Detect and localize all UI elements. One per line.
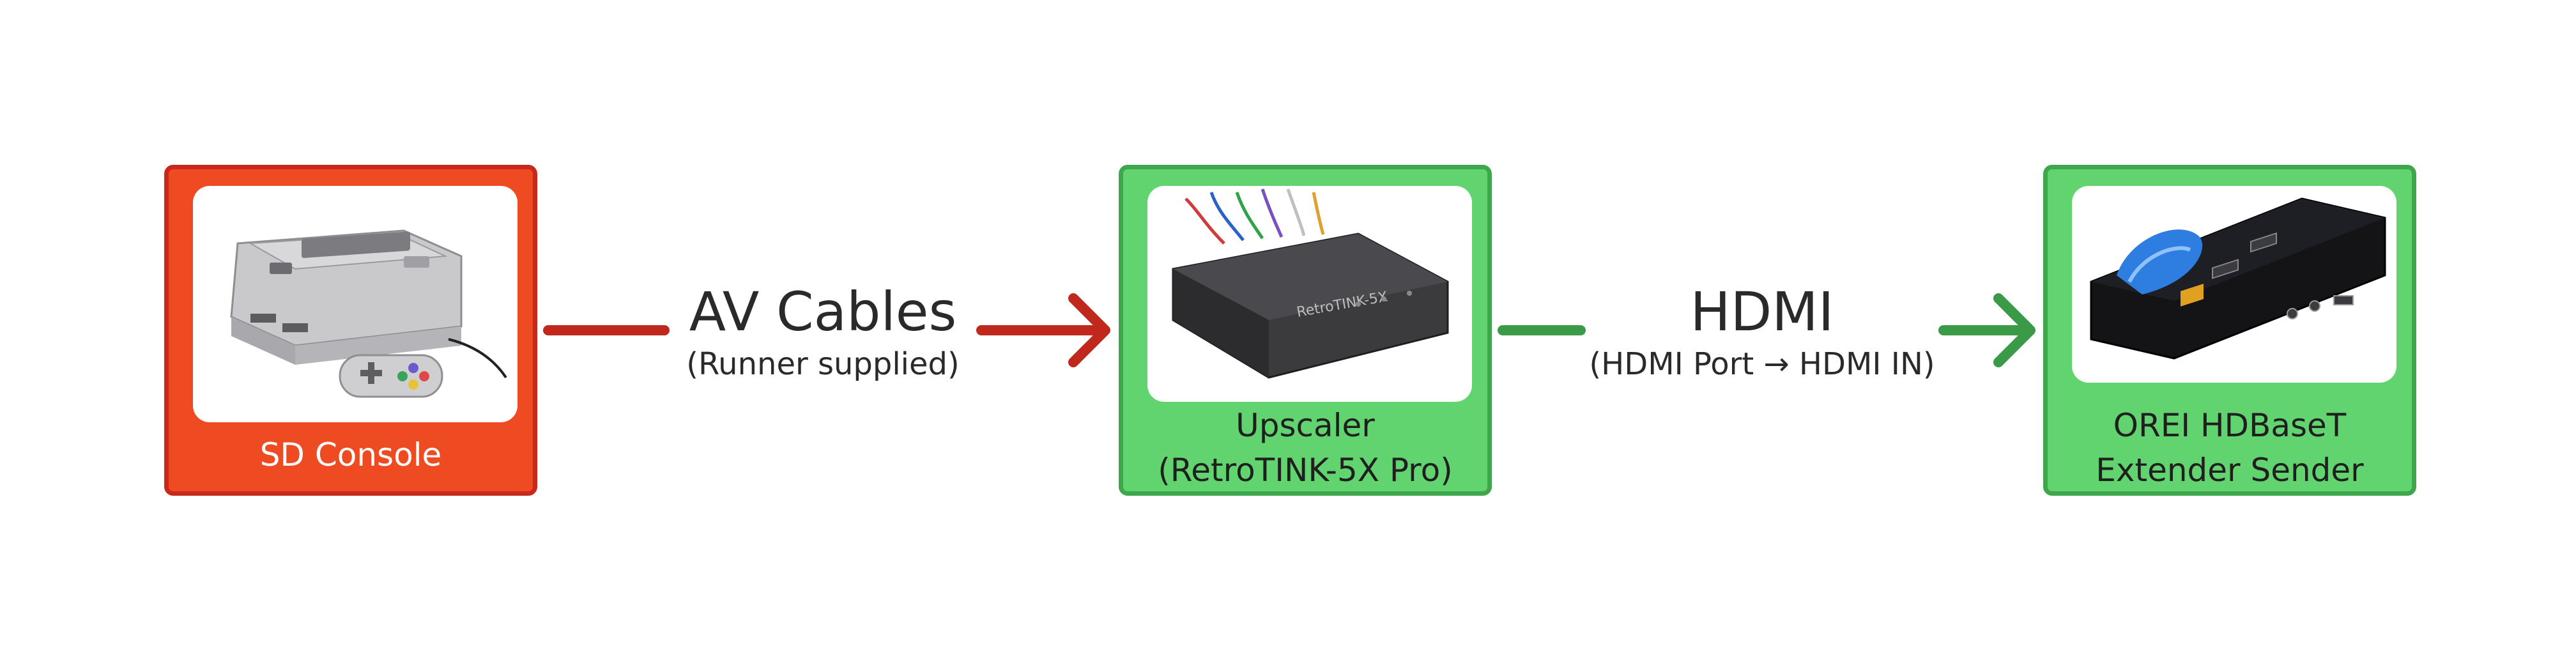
av-cables-label: AV Cables bbox=[689, 280, 957, 343]
upscaler-image-card: RetroTINK-5X bbox=[1147, 186, 1472, 402]
extender-image-card bbox=[2072, 186, 2396, 383]
console-image bbox=[230, 229, 507, 398]
hdmi-arrowhead bbox=[1993, 293, 2035, 367]
av-cables-sublabel: (Runner supplied) bbox=[686, 346, 960, 382]
upscaler-node: RetroTINK-5X Upscaler (RetroTINK-5X Pro) bbox=[1119, 165, 1492, 496]
sd-console-label: SD Console bbox=[259, 436, 442, 473]
orei-node: OREI HDBaseT Extender Sender bbox=[2043, 165, 2416, 496]
upscaler-image: RetroTINK-5X bbox=[1172, 188, 1449, 379]
hdmi-label: HDMI bbox=[1690, 280, 1834, 343]
console-image-card bbox=[193, 186, 518, 422]
orei-label-line1: OREI HDBaseT bbox=[2113, 407, 2347, 444]
upscaler-label-line1: Upscaler bbox=[1236, 407, 1375, 444]
upscaler-label-line2: (RetroTINK-5X Pro) bbox=[1158, 452, 1453, 489]
sd-console-node: SD Console bbox=[164, 165, 537, 496]
av-cable-arrowhead bbox=[1068, 293, 1110, 367]
extender-image bbox=[2090, 197, 2386, 360]
hdmi-sublabel: (HDMI Port → HDMI IN) bbox=[1589, 346, 1935, 382]
orei-label-line2: Extender Sender bbox=[2096, 452, 2364, 489]
